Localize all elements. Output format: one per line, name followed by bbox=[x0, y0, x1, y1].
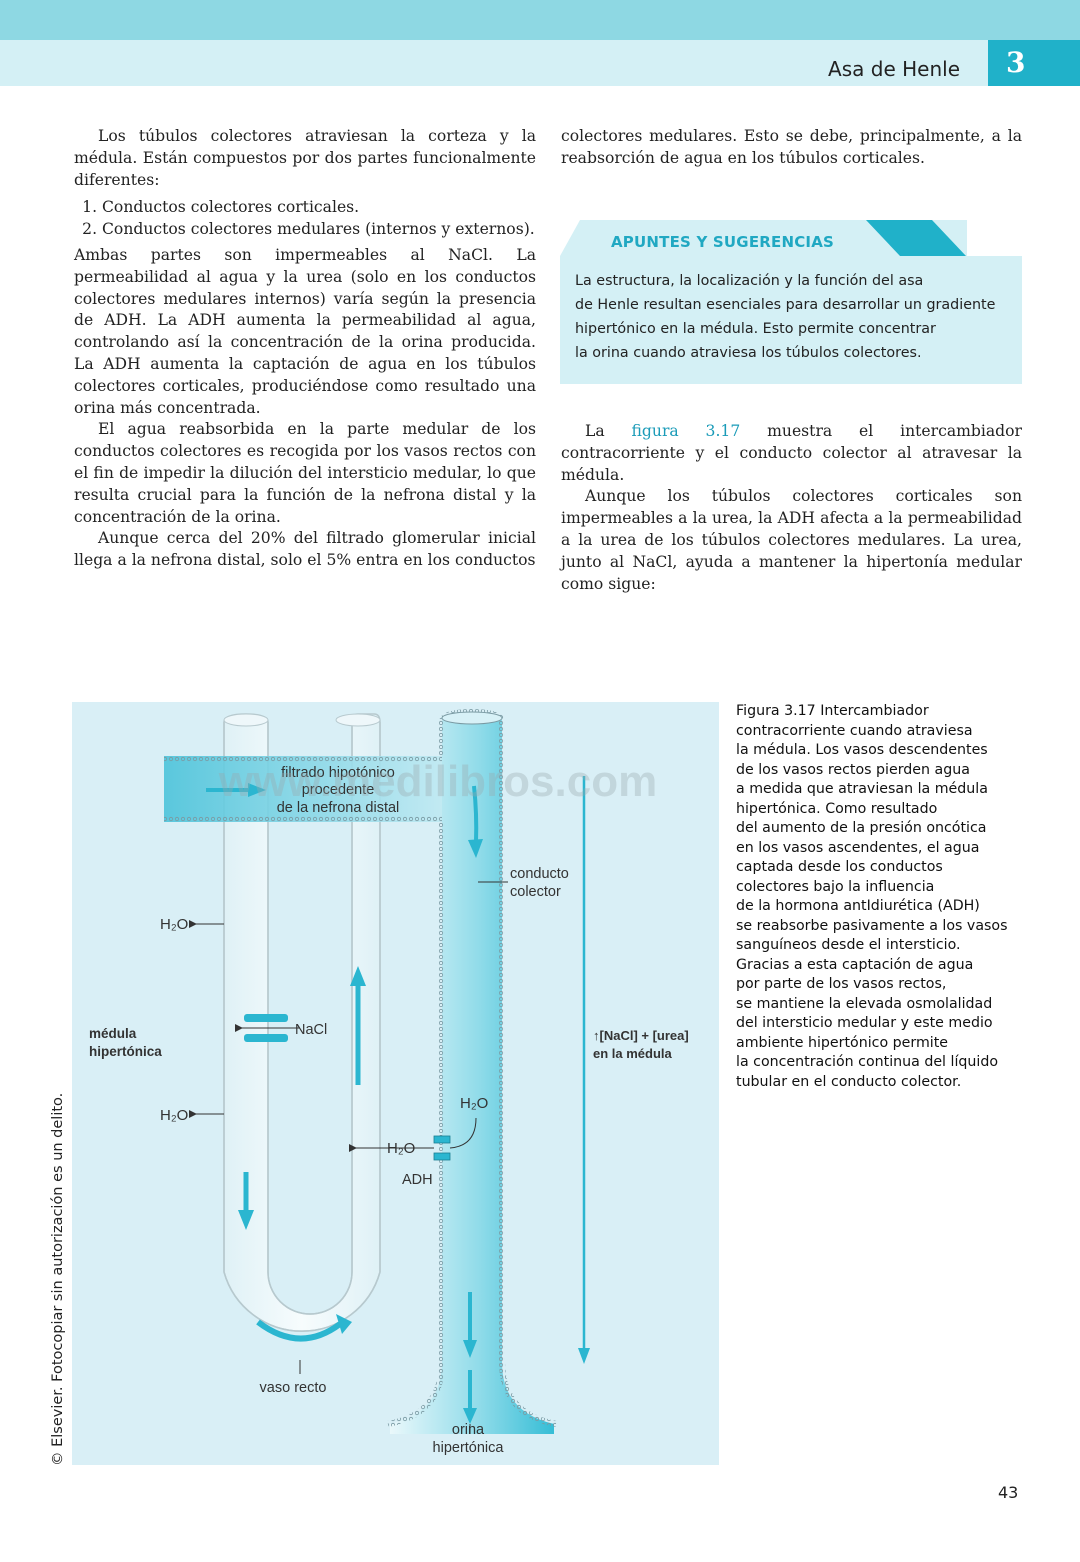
right-column-top: colectores medulares. Esto se debe, prin… bbox=[561, 126, 1022, 170]
caption-line: Gracias a esta captación de agua bbox=[736, 956, 974, 973]
caption-line: del aumento de la presión oncótica bbox=[736, 820, 987, 836]
caption-line: sanguíneos desde el intersticio. bbox=[736, 937, 961, 953]
figure-3-17: filtrado hipotónico procedente de la nef… bbox=[72, 702, 719, 1465]
adh-label: ADH bbox=[402, 1172, 433, 1188]
chapter-number: 3 bbox=[1006, 46, 1026, 79]
notes-body: La estructura, la localización y la func… bbox=[560, 256, 1022, 384]
caption-line: de los vasos rectos pierden agua bbox=[736, 761, 970, 778]
caption-line: a medida que atraviesan la médula bbox=[736, 781, 988, 797]
caption-line: la concentración continua del líquido bbox=[736, 1054, 999, 1070]
orina-label-2: hipertónica bbox=[433, 1440, 505, 1456]
h2o-label-adh: H₂O bbox=[387, 1140, 415, 1157]
conducto-label-1: conducto bbox=[510, 866, 569, 882]
caption-line: colectores bajo la influencia bbox=[736, 878, 935, 895]
caption-line: captada desde los conductos bbox=[736, 859, 943, 875]
watermark: www.medilibros.com bbox=[218, 757, 657, 806]
filtrado-label-3: de la nefrona distal bbox=[277, 800, 400, 816]
list-item: Conductos colectores corticales. bbox=[102, 197, 536, 219]
notes-line: La estructura, la localización y la func… bbox=[575, 273, 924, 289]
caption-line: se reabsorbe pasivamente a los vasos bbox=[736, 917, 1008, 934]
vaso-recto-label: vaso recto bbox=[260, 1380, 327, 1396]
medula-label-2: hipertónica bbox=[89, 1044, 162, 1059]
nacl-label: NaCl bbox=[295, 1022, 327, 1038]
collecting-duct bbox=[390, 712, 554, 1434]
list-item: Conductos colectores medulares (internos… bbox=[102, 219, 536, 241]
caption-line: Figura 3.17 Intercambiador bbox=[736, 703, 929, 719]
gradient-label-1: ↑[NaCl] + [urea] bbox=[593, 1028, 689, 1043]
orina-label-1: orina bbox=[452, 1422, 485, 1438]
conducto-label-2: colector bbox=[510, 884, 561, 900]
caption-line: la médula. Los vasos descendentes bbox=[736, 742, 988, 758]
running-header: Asa de Henle bbox=[0, 40, 1080, 86]
h2o-label-top: H₂O bbox=[160, 916, 188, 933]
figure-link[interactable]: figura 3.17 bbox=[631, 422, 741, 440]
figure-caption: Figura 3.17 Intercambiador contracorrien… bbox=[736, 702, 1056, 1092]
paragraph-filtrate: Aunque cerca del 20% del filtrado glomer… bbox=[74, 529, 536, 570]
paragraph-urea: Aunque los túbulos colectores corticales… bbox=[561, 487, 1022, 593]
caption-line: del intersticio medular y este medio bbox=[736, 1015, 993, 1031]
paragraph-permeability: Ambas partes son impermeables al NaCl. L… bbox=[74, 245, 536, 417]
notes-line: la orina cuando atraviesa los túbulos co… bbox=[575, 345, 922, 361]
filtrado-label-2: procedente bbox=[302, 782, 375, 798]
h2o-label-mid: H₂O bbox=[160, 1107, 188, 1124]
caption-line: contracorriente cuando atraviesa bbox=[736, 722, 973, 739]
chapter-tab: 3 bbox=[988, 40, 1080, 86]
running-header-title: Asa de Henle bbox=[828, 57, 960, 81]
caption-line: tubular en el conducto colector. bbox=[736, 1073, 962, 1090]
left-column: Los túbulos colectores atraviesan la cor… bbox=[74, 126, 536, 572]
caption-line: hipertónica. Como resultado bbox=[736, 800, 938, 817]
caption-line: en los vasos ascendentes, el agua bbox=[736, 839, 980, 856]
notes-line: hipertónico en la médula. Esto permite c… bbox=[575, 321, 936, 337]
caption-line: ambiente hipertónico permite bbox=[736, 1034, 949, 1051]
gradient-label-2: en la médula bbox=[593, 1046, 673, 1061]
medula-label-1: médula bbox=[89, 1026, 137, 1041]
paragraph-intro: Los túbulos colectores atraviesan la cor… bbox=[74, 127, 536, 189]
paragraph-water-reabsorbed: El agua reabsorbida en la parte medular … bbox=[74, 420, 536, 526]
top-band bbox=[0, 0, 1080, 40]
notes-title: APUNTES Y SUGERENCIAS bbox=[611, 233, 835, 251]
collector-list: Conductos colectores corticales. Conduct… bbox=[74, 197, 536, 241]
caption-line: de la hormona antIdiurética (ADH) bbox=[736, 898, 980, 914]
caption-line: por parte de los vasos rectos, bbox=[736, 976, 947, 992]
notes-line: de Henle resultan esenciales para desarr… bbox=[575, 297, 996, 313]
notes-box: APUNTES Y SUGERENCIAS La estructura, la … bbox=[560, 220, 1022, 384]
paragraph-continuation: colectores medulares. Esto se debe, prin… bbox=[561, 127, 1022, 167]
page-number: 43 bbox=[998, 1483, 1019, 1502]
caption-line: se mantiene la elevada osmolalidad bbox=[736, 995, 993, 1012]
copyright-notice: © Elsevier. Fotocopiar sin autorización … bbox=[50, 1092, 66, 1466]
h2o-label-duct: H₂O bbox=[460, 1095, 488, 1112]
paragraph-figure-ref: La figura 3.17 muestra el intercambiador… bbox=[561, 422, 1022, 484]
filtrado-label-1: filtrado hipotónico bbox=[281, 765, 395, 781]
countercurrent-diagram: filtrado hipotónico procedente de la nef… bbox=[89, 708, 689, 1456]
right-column-bottom: La figura 3.17 muestra el intercambiador… bbox=[561, 421, 1022, 595]
